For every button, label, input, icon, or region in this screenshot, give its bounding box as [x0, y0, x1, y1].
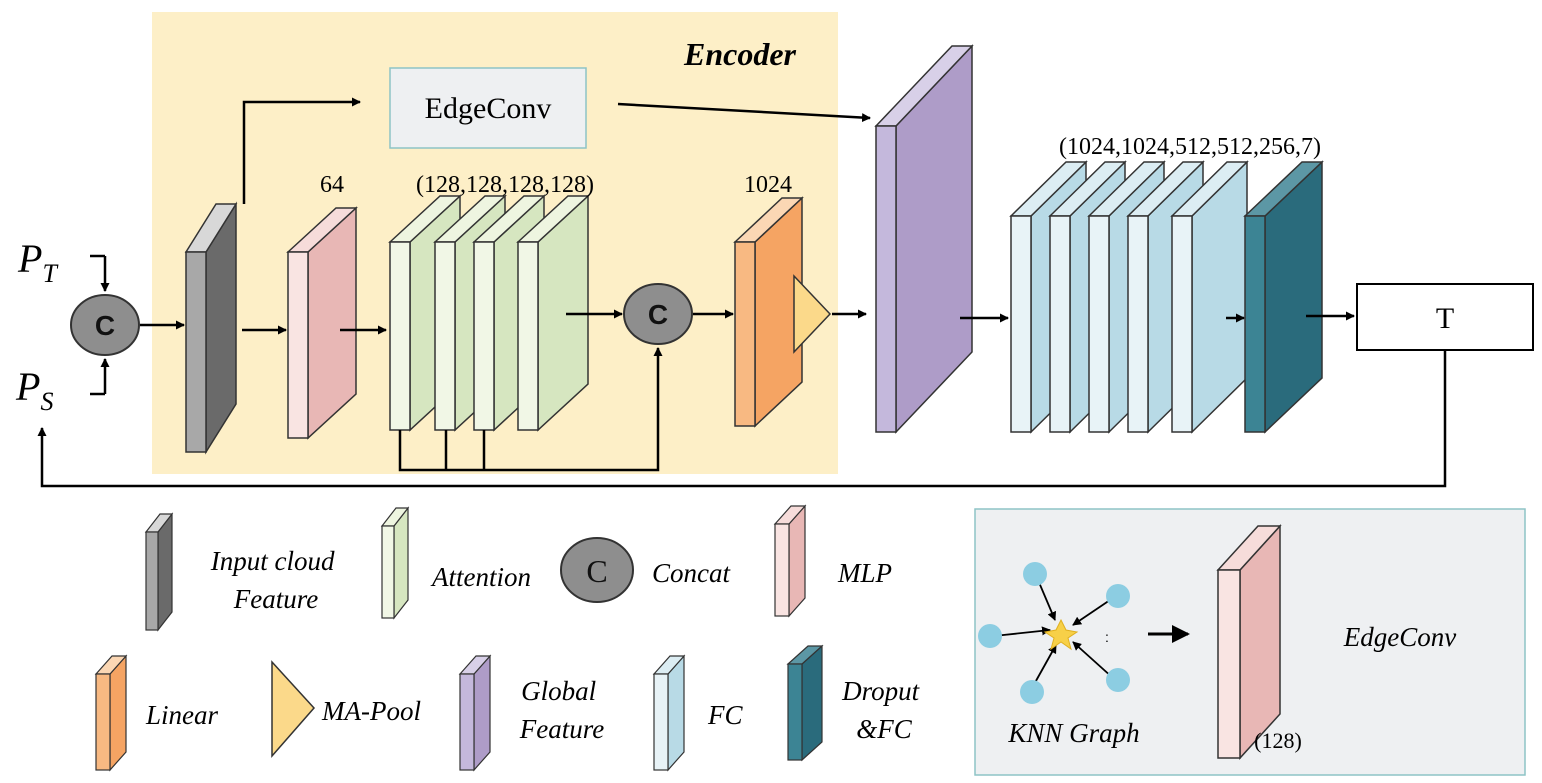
legend-edgeconv-dim: (128)	[1254, 728, 1302, 753]
legend-knn-label: KNN Graph	[1007, 718, 1139, 748]
legend-mlp-label: MLP	[837, 558, 892, 588]
legend-attention-swatch	[380, 506, 410, 620]
flow-arrows	[37, 97, 1447, 488]
global-feature-block	[874, 44, 974, 434]
legend-fc-label: FC	[707, 700, 743, 730]
output-label: T	[1436, 302, 1454, 335]
input-cloud-block	[184, 201, 238, 455]
legend-input-cloud-label: Input cloud Feature	[210, 546, 341, 614]
attention-block	[516, 194, 590, 432]
legend-attention-label: Attention	[430, 562, 531, 592]
svg-text:C: C	[586, 553, 607, 589]
legend-dropout-label: Droput &FC	[841, 676, 926, 744]
ma-pool-triangle	[793, 274, 832, 354]
legend-global-swatch	[458, 654, 492, 772]
fc-block	[1170, 160, 1249, 434]
attention-dim-label: (128,128,128,128)	[416, 172, 594, 198]
encoder-title: Encoder	[683, 36, 797, 72]
legend-linear-label: Linear	[145, 700, 219, 730]
legend-global-label: Global Feature	[519, 676, 604, 744]
legend-ma-pool-label: MA-Pool	[321, 696, 421, 726]
mlp-block	[286, 206, 358, 440]
input-target-label: PT	[17, 236, 58, 288]
legend-fc-swatch	[652, 654, 686, 772]
legend-edgeconv-label: EdgeConv	[1343, 622, 1456, 652]
mid-concat-node: C	[623, 283, 693, 345]
mlp-dim-label: 64	[320, 172, 344, 198]
legend-linear-swatch	[94, 654, 128, 772]
linear-block	[733, 196, 804, 428]
knn-graph-icon	[978, 562, 1130, 704]
input-concat-node: C	[70, 294, 140, 356]
linear-dim-label: 1024	[744, 172, 792, 198]
legend-input-cloud-swatch	[144, 512, 174, 632]
legend-mlp-swatch	[773, 504, 807, 618]
legend-ma-pool-swatch	[271, 660, 316, 758]
svg-text:C: C	[648, 299, 668, 330]
edgeconv-box-label: EdgeConv	[425, 92, 552, 125]
dropout-fc-block	[1243, 160, 1324, 434]
fc-dim-label: (1024,1024,512,512,256,7)	[1059, 134, 1321, 160]
svg-text:C: C	[95, 310, 115, 341]
knn-dots: :	[1105, 629, 1109, 645]
legend-dropout-swatch	[786, 644, 824, 762]
legend-concat-swatch: C	[560, 537, 634, 603]
input-source-label: PS	[15, 364, 53, 416]
edgeconv-box	[389, 67, 587, 149]
legend-edgeconv-swatch	[1216, 524, 1282, 760]
legend-concat-label: Concat	[652, 558, 731, 588]
